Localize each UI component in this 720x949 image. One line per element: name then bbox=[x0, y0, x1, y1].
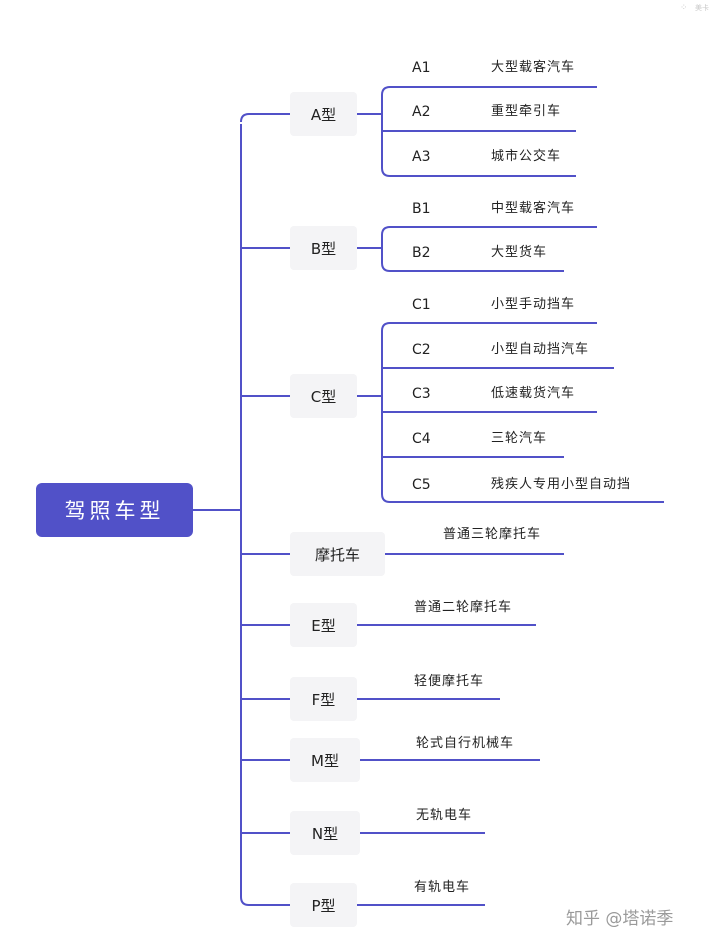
connector-line bbox=[240, 113, 290, 123]
category-node: B型 bbox=[290, 226, 357, 270]
corner-text: 美卡 bbox=[695, 4, 709, 12]
license-code: C3 bbox=[412, 386, 431, 402]
license-description: 轮式自行机械车 bbox=[416, 736, 515, 751]
connector-line bbox=[381, 86, 597, 96]
license-description: 残疾人专用小型自动挡 bbox=[491, 477, 632, 492]
category-node: F型 bbox=[290, 677, 357, 721]
connector-line bbox=[381, 322, 597, 332]
root-node: 驾照车型 bbox=[36, 483, 193, 537]
license-code: B1 bbox=[412, 201, 431, 217]
license-description: 轻便摩托车 bbox=[414, 674, 485, 689]
license-code: C2 bbox=[412, 342, 431, 358]
category-node: 摩托车 bbox=[290, 532, 385, 576]
category-node: E型 bbox=[290, 603, 357, 647]
license-code: A1 bbox=[412, 60, 431, 76]
connector-line bbox=[240, 896, 290, 906]
license-description: 三轮汽车 bbox=[491, 431, 548, 446]
license-description: 低速载货汽车 bbox=[491, 386, 576, 401]
license-code: B2 bbox=[412, 245, 431, 261]
category-node: N型 bbox=[290, 811, 360, 855]
category-node: P型 bbox=[290, 883, 357, 927]
license-description: 普通二轮摩托车 bbox=[414, 600, 513, 615]
license-description: 重型牵引车 bbox=[491, 104, 562, 119]
corner-logo-icon: ⁘ bbox=[680, 3, 688, 13]
connector-line bbox=[381, 226, 597, 236]
license-code: C5 bbox=[412, 477, 431, 493]
license-description: 小型自动挡汽车 bbox=[491, 342, 590, 357]
license-description: 中型载客汽车 bbox=[491, 201, 576, 216]
license-description: 大型载客汽车 bbox=[491, 60, 576, 75]
license-code: A3 bbox=[412, 149, 431, 165]
license-code: A2 bbox=[412, 104, 431, 120]
connector-line bbox=[381, 167, 576, 177]
category-node: A型 bbox=[290, 92, 357, 136]
watermark: 知乎 @塔诺季 bbox=[566, 909, 674, 929]
license-description: 有轨电车 bbox=[414, 880, 471, 895]
license-code: C4 bbox=[412, 431, 431, 447]
license-description: 大型货车 bbox=[491, 245, 548, 260]
category-node: C型 bbox=[290, 374, 357, 418]
license-description: 城市公交车 bbox=[491, 149, 562, 164]
category-node: M型 bbox=[290, 738, 360, 782]
license-description: 普通三轮摩托车 bbox=[443, 527, 542, 542]
license-code: C1 bbox=[412, 297, 431, 313]
license-description: 无轨电车 bbox=[416, 808, 473, 823]
license-description: 小型手动挡车 bbox=[491, 297, 576, 312]
connector-line bbox=[381, 493, 664, 503]
connector-line bbox=[381, 262, 564, 272]
